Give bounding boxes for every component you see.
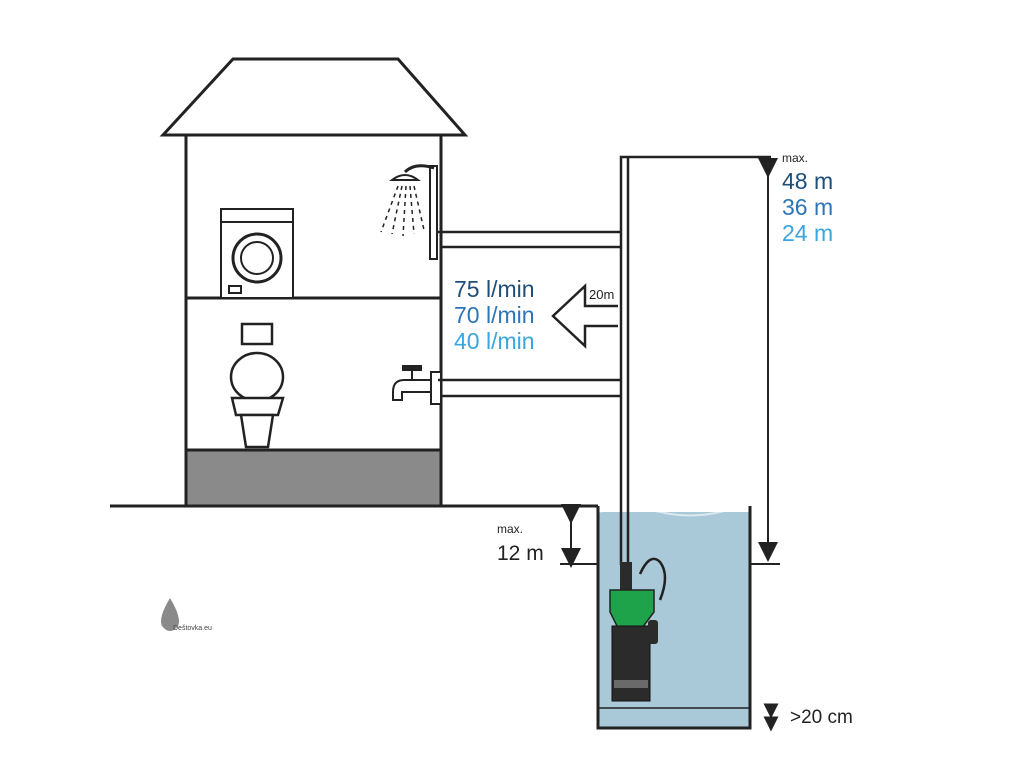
watermark-text: Deštovka.eu [173,625,212,632]
flow-value-2: 70 l/min [454,302,535,328]
immersion-max-label: max. [497,522,524,536]
washing-machine-icon [220,208,294,299]
bottom-clearance-label: >20 cm [790,707,853,728]
immersion-dimension [560,504,598,568]
height-dimension [750,158,780,565]
toilet-icon [229,322,285,449]
immersion-value: 12 m [497,542,544,565]
head-max-label: max. [782,151,809,165]
house [159,57,469,508]
pipe-network [438,155,771,565]
flow-value-3: 40 l/min [454,328,535,354]
head-value-3: 24 m [782,220,834,246]
distance-arrow [551,283,618,349]
faucet-icon [392,365,442,405]
watermark-drop-icon [161,598,179,631]
house-roof [159,57,469,137]
head-value-1: 48 m [782,168,834,194]
horizontal-distance-label: 20m [589,287,615,302]
head-value-2: 36 m [782,194,834,220]
shower-icon [380,164,438,260]
submersible-pump [609,557,667,702]
house-foundation [184,448,443,508]
flow-value-1: 75 l/min [454,276,535,302]
